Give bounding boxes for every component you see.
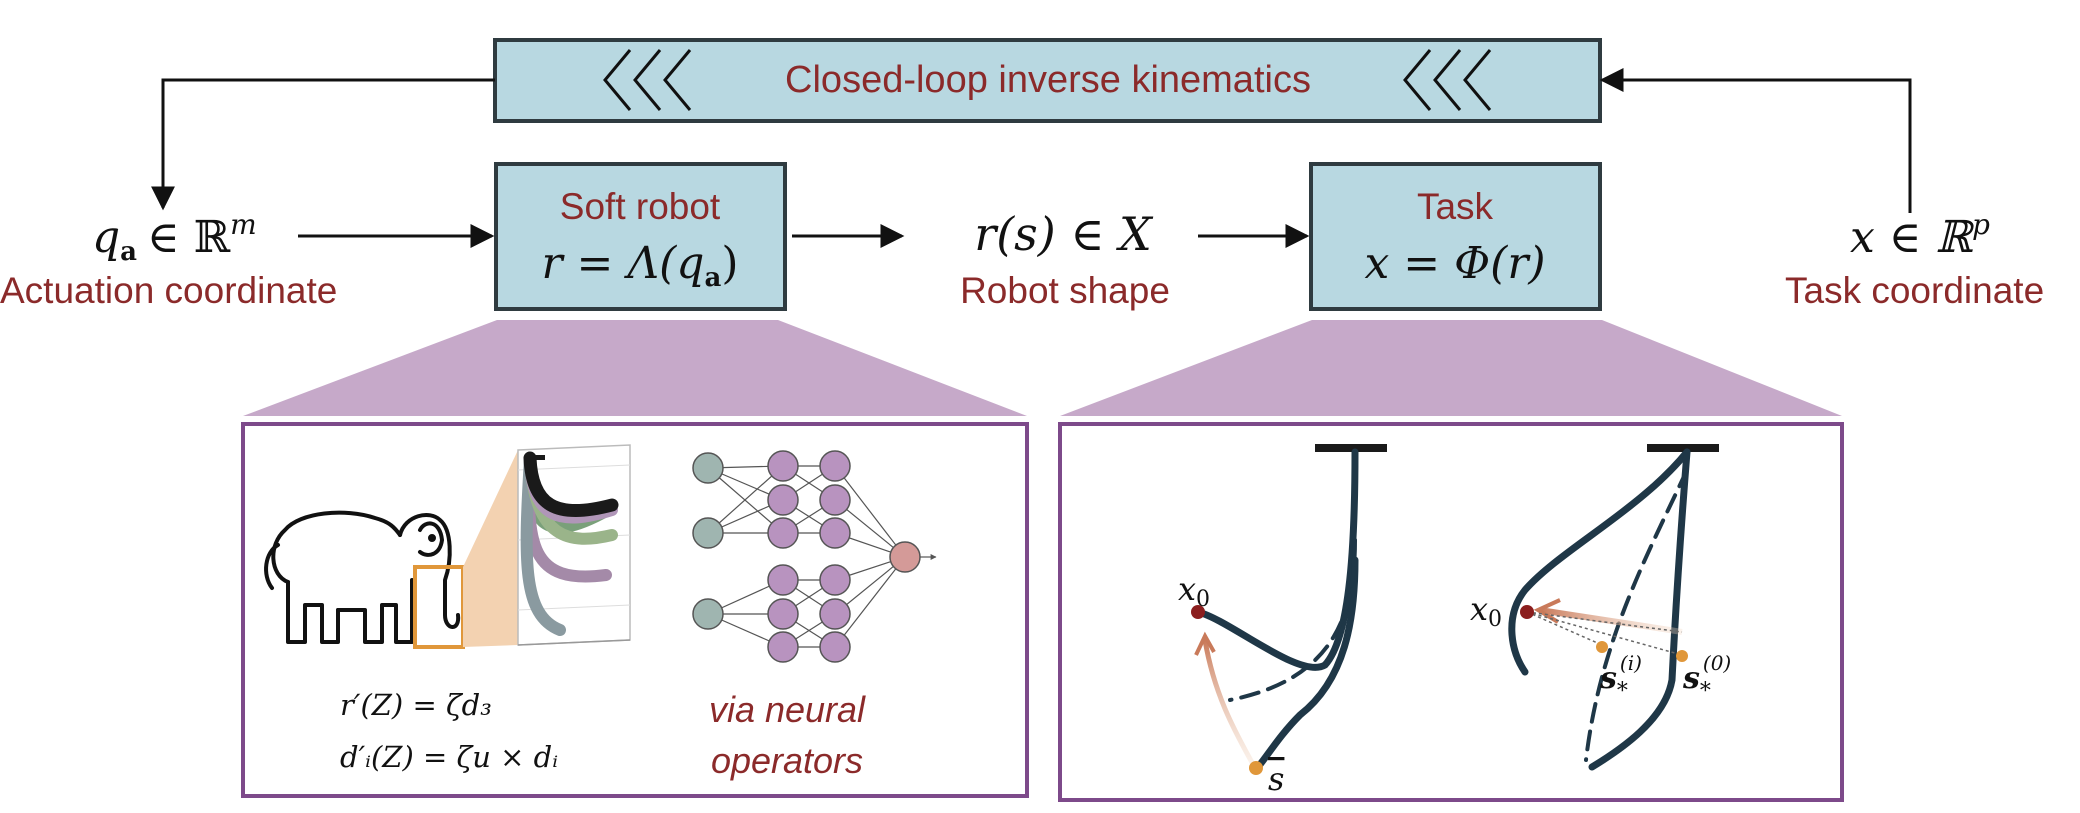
- x0-point-left: [1191, 605, 1205, 619]
- soft-robot-box: [494, 162, 787, 311]
- robot-shape: r(s) ∈ X Robot shape: [960, 207, 1170, 311]
- dotted-line-2: [1526, 611, 1683, 656]
- robot-shape-math: r(s) ∈ X: [974, 207, 1154, 261]
- soft-robot-block: Soft robot r = Λ(qa): [494, 162, 787, 311]
- right-panel-frame: [1058, 422, 1844, 802]
- s-star-0-label: s*(0): [1682, 651, 1731, 704]
- x0-point-right: [1520, 605, 1534, 619]
- rod-centerline-left: [1194, 448, 1359, 671]
- x0-label-right: x0: [1470, 590, 1502, 632]
- right-detail-panel: x0 s x0 s*(i) s*(0): [1058, 422, 1844, 802]
- tube-plot: [517, 444, 631, 646]
- rod-dashed-left: [1228, 538, 1357, 702]
- elephant-icon: [264, 510, 461, 644]
- sbar-point: [1249, 761, 1263, 775]
- zoom-trapezoid-right: [1060, 320, 1842, 416]
- neural-operator-caption-1: via neural: [709, 689, 866, 730]
- left-detail-panel: r′(Z) = ζd₃ d′ᵢ(Z) = ζu × dᵢ via neural …: [241, 422, 1029, 798]
- rod-dashed-right: [1584, 468, 1689, 762]
- trunk-zoom-wedge: [463, 450, 518, 647]
- task-block: Task x = Φ(r): [1309, 162, 1602, 311]
- s-star-0-point: [1676, 650, 1688, 662]
- s-star-i-point: [1596, 641, 1608, 653]
- base-mount-left: [1315, 444, 1387, 452]
- robot-shape-label: Robot shape: [960, 270, 1170, 311]
- rod-curve-left-lower: [1254, 556, 1359, 771]
- loop-arrow-left: [151, 78, 495, 211]
- left-panel-frame: [241, 422, 1029, 798]
- zoom-trapezoid-left: [243, 320, 1027, 416]
- cosserat-eq-2: d′ᵢ(Z) = ζu × dᵢ: [340, 740, 558, 774]
- actuation-label: Actuation coordinate: [0, 270, 337, 311]
- chevron-right-icon: [1403, 49, 1492, 111]
- sbar-label: s: [1268, 760, 1284, 798]
- loop-arrow-right: [1599, 68, 1912, 213]
- dotted-line-1: [1526, 611, 1603, 646]
- closed-loop-label: Closed-loop inverse kinematics: [785, 59, 1311, 101]
- base-mount-right: [1647, 444, 1719, 452]
- rod-left-curve-right: [1508, 448, 1691, 676]
- soft-robot-title: Soft robot: [560, 186, 721, 227]
- neural-operator-caption-2: operators: [711, 740, 863, 781]
- task-subfigure-right: x0 s*(i) s*(0): [1470, 444, 1731, 771]
- direction-arrow-right: [1539, 607, 1683, 635]
- task-subfigure-left: x0 s: [1178, 444, 1387, 798]
- soft-robot-formula: r = Λ(qa): [541, 238, 738, 293]
- task-title: Task: [1417, 186, 1494, 227]
- dotted-line-3: [1526, 611, 1683, 633]
- actuation-math: qa∈ ℝm: [92, 208, 257, 267]
- task-box: [1309, 162, 1602, 311]
- direction-arrow-left: [1202, 639, 1258, 770]
- actuation-coordinate: qa∈ ℝm Actuation coordinate: [0, 208, 337, 311]
- neural-network-icon: [692, 450, 937, 663]
- s-star-i-label: s*(i): [1599, 651, 1642, 704]
- direction-arrowhead-left: [1194, 631, 1216, 656]
- task-coord-math: x ∈ ℝp: [1850, 208, 1990, 263]
- task-coordinate: x ∈ ℝp Task coordinate: [1785, 208, 2044, 311]
- task-formula: x = Φ(r): [1364, 238, 1545, 289]
- cosserat-eq-1: r′(Z) = ζd₃: [340, 688, 492, 722]
- closed-loop-banner: Closed-loop inverse kinematics: [493, 38, 1602, 123]
- chevron-left-icon: [603, 49, 692, 111]
- rod-right-curve-right: [1588, 448, 1691, 771]
- task-coord-label: Task coordinate: [1785, 270, 2044, 311]
- x0-label-left: x0: [1178, 570, 1210, 612]
